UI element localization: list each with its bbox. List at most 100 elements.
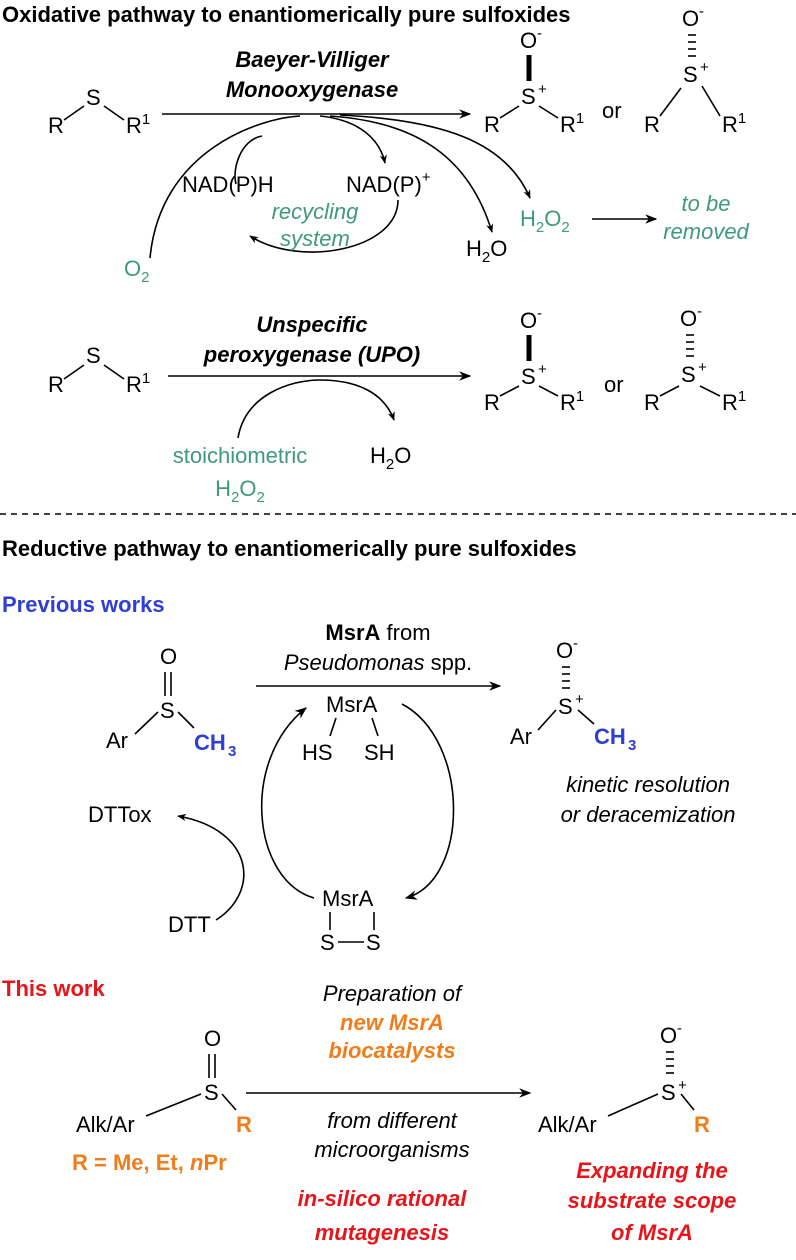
svg-text:O: O [204, 1026, 221, 1051]
mutagenesis-label-2: mutagenesis [315, 1220, 450, 1245]
svg-text:R: R [644, 112, 660, 137]
removal-label-2: removed [663, 219, 749, 244]
kinetic-note-1: kinetic resolution [566, 772, 730, 797]
from-label-2: microorganisms [314, 1137, 469, 1162]
or-label-1: or [602, 98, 622, 123]
scope-label-3: of MsrA [611, 1220, 693, 1245]
enzyme-label-upo-2: peroxygenase (UPO) [203, 342, 420, 367]
prep-label-1: Preparation of [323, 981, 464, 1006]
or-label-2: or [604, 372, 624, 397]
from-label-1: from different [327, 1108, 457, 1133]
svg-text:-: - [573, 635, 578, 652]
water-label-1: H2O [466, 236, 507, 266]
section-title-reductive: Reductive pathway to enantiomerically pu… [2, 536, 577, 561]
water-release-arrow [329, 115, 494, 233]
upo-oxidant-label-2: H2O2 [215, 476, 265, 506]
recycling-label-1: recycling [272, 199, 360, 224]
svg-text:R1: R1 [722, 388, 746, 415]
svg-text:S: S [86, 343, 101, 368]
prep-label-3: biocatalysts [328, 1038, 455, 1063]
msra-source-line-2: Pseudomonas spp. [284, 650, 472, 675]
enzyme-label-bvmo-2: Monooxygenase [226, 77, 398, 102]
nadph-label: NAD(P)H [182, 172, 274, 197]
dtt-recycling-arrow [177, 813, 245, 921]
svg-text:R: R [484, 390, 500, 415]
svg-text:O: O [680, 306, 697, 331]
svg-text:-: - [537, 25, 542, 42]
svg-text:CH: CH [594, 724, 626, 749]
svg-text:HS: HS [302, 740, 333, 765]
recycling-curve-bottom [249, 199, 399, 253]
svg-text:MsrA: MsrA [326, 692, 378, 717]
svg-text:R1: R1 [722, 110, 746, 137]
oxygen-label: O2 [124, 256, 149, 286]
removal-label-1: to be [682, 191, 731, 216]
svg-text:3: 3 [628, 737, 636, 754]
enzyme-label-bvmo-1: Baeyer-Villiger [235, 47, 390, 72]
svg-text:Alk/Ar: Alk/Ar [538, 1112, 597, 1137]
upo-oxidant-label-1: stoichiometric [173, 443, 307, 468]
sulfoxide-product-wedge-1: O - S + R R1 [484, 25, 584, 137]
svg-text:S: S [160, 698, 175, 723]
svg-text:+: + [700, 59, 709, 76]
svg-text:O: O [556, 638, 573, 663]
svg-text:R1: R1 [560, 388, 584, 415]
aryl-methyl-sulfoxide-racemic: O S Ar CH1 3 [106, 644, 236, 760]
svg-text:Ar: Ar [106, 728, 128, 753]
atom-s: S [86, 85, 101, 110]
svg-text:3: 3 [228, 743, 236, 760]
cycle-arrow-left [260, 707, 315, 899]
aryl-methyl-sulfoxide-enantiopure: O - S + Ar CH 3 [510, 635, 636, 754]
svg-text:R: R [484, 112, 500, 137]
svg-text:R1: R1 [126, 370, 150, 397]
svg-text:MsrA: MsrA [322, 886, 374, 911]
svg-text:S: S [683, 62, 698, 87]
svg-text:R: R [694, 1112, 710, 1137]
svg-text:-: - [699, 3, 704, 20]
dttox-label: DTTox [88, 802, 152, 827]
sulfoxide-product-wedge-2: O - S + R R1 [484, 305, 584, 415]
nadp-label: NAD(P)+ [346, 169, 431, 197]
svg-text:+: + [538, 361, 547, 378]
svg-text:O: O [520, 308, 537, 333]
r-definition: R = Me, Et, nPr [72, 1150, 227, 1175]
svg-text:S: S [558, 694, 573, 719]
sulfoxide-product-hashed-1: O - S + R R1 [644, 3, 746, 137]
svg-text:+: + [575, 691, 584, 708]
svg-text:+: + [678, 1077, 687, 1094]
peroxide-label: H2O2 [520, 206, 570, 236]
svg-text:R: R [236, 1112, 252, 1137]
svg-text:O: O [160, 644, 177, 669]
svg-text:Ar: Ar [510, 724, 532, 749]
peroxide-release-arrow [339, 114, 531, 199]
kinetic-note-2: or deracemization [561, 802, 736, 827]
svg-text:S: S [521, 364, 536, 389]
recycling-curve-top [234, 135, 263, 185]
enzyme-label-upo-1: Unspecific [256, 312, 367, 337]
cofactor-oxidation-arrow [319, 115, 387, 164]
water-label-2: H2O [370, 443, 411, 473]
svg-text:S: S [204, 1080, 219, 1105]
atom-r: R [48, 113, 64, 138]
scope-label-2: substrate scope [568, 1188, 737, 1213]
sulfoxide-product-hashed-2: O - S + R R1 [644, 303, 746, 415]
svg-text:S: S [320, 930, 335, 955]
alkyl-aryl-sulfoxide-racemic: O S Alk/Ar R [76, 1026, 252, 1137]
svg-text:+: + [698, 359, 707, 376]
svg-text:CH1: CH1 [194, 730, 226, 755]
alkyl-aryl-sulfoxide-enantiopure: O - S + Alk/Ar R [538, 1020, 710, 1137]
svg-text:-: - [677, 1020, 682, 1037]
svg-text:S: S [366, 930, 381, 955]
svg-text:O: O [660, 1023, 677, 1048]
svg-text:R: R [48, 372, 64, 397]
mutagenesis-label-1: in-silico rational [298, 1186, 468, 1211]
atom-r1: R1 [126, 111, 150, 138]
sulfide-substrate-1: R S R1 [48, 85, 150, 138]
section-title-oxidative: Oxidative pathway to enantiomerically pu… [2, 2, 571, 27]
sulfide-substrate-2: R S R1 [48, 343, 150, 397]
o2-input-curve [149, 115, 301, 259]
svg-text:+: + [538, 81, 547, 98]
svg-text:-: - [537, 305, 542, 322]
upo-oxidant-curve [237, 379, 395, 439]
